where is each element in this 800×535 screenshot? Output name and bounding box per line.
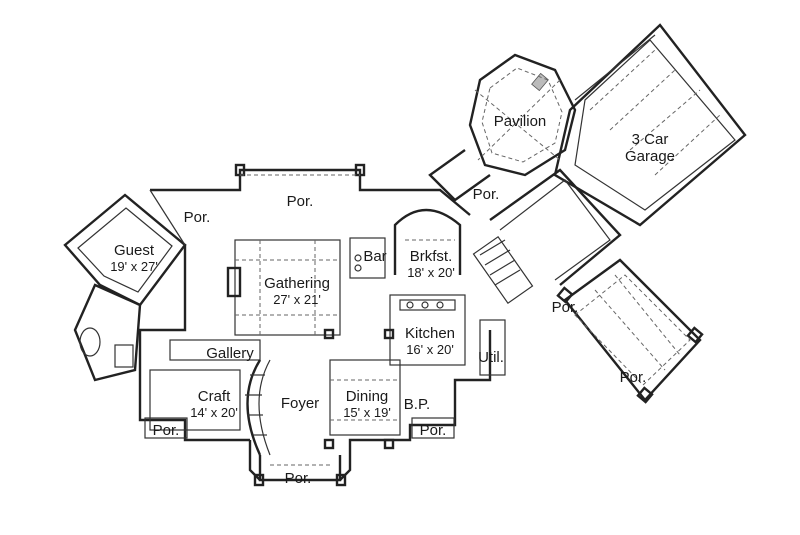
pavilion-name: Pavilion [493, 113, 547, 130]
porch-right-name: Por. [619, 369, 647, 386]
garage-label: 3 Car Garage [625, 131, 675, 165]
dining-label: Dining 15' x 19' [343, 388, 391, 420]
dining-name: Dining [345, 388, 389, 405]
gathering-name: Gathering [264, 275, 330, 292]
porch-middle-label: Por. [473, 186, 500, 203]
right-porch-outline [556, 258, 704, 404]
main-house-walls [138, 163, 534, 487]
utility-label: Util. [478, 349, 504, 366]
kitchen-label: Kitchen 16' x 20' [405, 325, 455, 357]
kitchen-name: Kitchen [404, 325, 456, 342]
bar-name: Bar [363, 248, 387, 265]
gallery-label: Gallery [206, 345, 254, 362]
stairs-right [472, 235, 534, 305]
porch-left-label: Por. [184, 209, 211, 226]
pavilion-label: Pavilion [494, 113, 547, 130]
foyer-label: Foyer [281, 395, 319, 412]
garage-name: 3 Car [631, 131, 669, 148]
porch-front-label: Por. [285, 470, 312, 487]
guest-name: Guest [113, 242, 155, 259]
porch-middle-name: Por. [472, 186, 500, 203]
porch-small-name: Por. [551, 299, 579, 316]
butler-pantry-name: B.P. [403, 396, 431, 413]
gallery-name: Gallery [206, 345, 254, 362]
craft-label: Craft 14' x 20' [190, 388, 238, 420]
foyer-name: Foyer [280, 395, 320, 412]
garage-name-2: Garage [624, 148, 676, 165]
dining-dimensions: 15' x 19' [343, 405, 391, 420]
utility-name: Util. [478, 349, 504, 366]
porch-upper-label: Por. [287, 193, 314, 210]
porch-small-label: Por. [552, 299, 579, 316]
porch-front-name: Por. [284, 470, 312, 487]
guest-dimensions: 19' x 27' [110, 259, 158, 274]
craft-dimensions: 14' x 20' [190, 405, 238, 420]
guest-label: Guest 19' x 27' [110, 242, 158, 274]
gathering-label: Gathering 27' x 21' [264, 275, 330, 307]
craft-name: Craft [197, 388, 231, 405]
breakfast-dimensions: 18' x 20' [407, 265, 455, 280]
porch-left-name: Por. [183, 209, 211, 226]
garage-outline [531, 23, 747, 227]
breakfast-name: Brkfst. [409, 248, 453, 265]
porch-butler-label: Por. [420, 422, 447, 439]
porch-upper-name: Por. [286, 193, 314, 210]
guest-wing-outline [63, 193, 187, 382]
pavilion-outline [468, 53, 577, 177]
bar-label: Bar [363, 248, 386, 265]
porch-butler-name: Por. [419, 422, 447, 439]
porch-right-label: Por. [620, 369, 647, 386]
gathering-dimensions: 27' x 21' [273, 292, 321, 307]
diagonal-wing [428, 149, 622, 286]
porch-craft-label: Por. [153, 422, 180, 439]
porch-craft-name: Por. [152, 422, 180, 439]
butler-pantry-label: B.P. [404, 396, 430, 413]
breakfast-label: Brkfst. 18' x 20' [407, 248, 455, 280]
kitchen-dimensions: 16' x 20' [406, 342, 454, 357]
